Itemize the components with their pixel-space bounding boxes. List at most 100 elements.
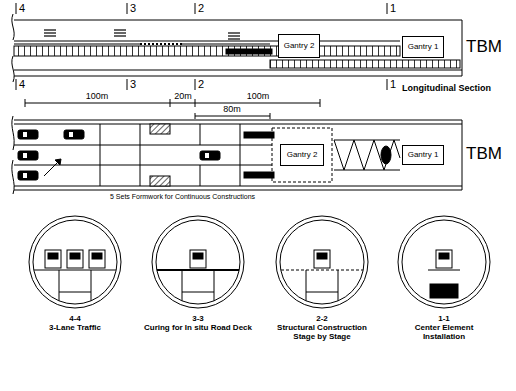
dimension-label: 20m xyxy=(173,92,193,102)
deck-section xyxy=(226,49,272,54)
cross-section xyxy=(34,270,116,271)
dimension-label: 100m xyxy=(85,92,110,102)
car-symbol xyxy=(18,171,38,180)
lane-line xyxy=(240,124,241,186)
dimension-line xyxy=(25,99,320,119)
plan-view xyxy=(14,120,462,121)
section-tick xyxy=(127,79,128,90)
cross-section xyxy=(398,216,490,308)
cross-section xyxy=(59,292,91,293)
dimension-line xyxy=(195,99,196,107)
cross-section-caption: 3-3Curing for In situ Road Deck xyxy=(142,314,254,332)
vehicle-symbol xyxy=(114,29,126,30)
lane-line xyxy=(100,124,101,186)
dimension-line xyxy=(270,113,271,119)
truck-symbol xyxy=(439,253,449,259)
vehicle-symbol xyxy=(228,32,240,33)
section-label: 4-4 xyxy=(19,314,131,323)
dimension-line xyxy=(195,116,270,117)
cross-section xyxy=(306,270,307,301)
plan-view xyxy=(12,116,14,194)
section-marker: 2 xyxy=(198,2,204,14)
formwork-hatch xyxy=(150,124,170,134)
dimension-line xyxy=(25,103,320,104)
truck-symbol xyxy=(314,250,330,268)
section-marker: 4 xyxy=(19,2,25,14)
cross-section xyxy=(182,270,183,301)
longitudinal-section xyxy=(12,3,462,90)
longitudinal-section xyxy=(14,70,462,71)
cross-section xyxy=(306,292,338,293)
cross-section-caption: 2-2Structural Construction Stage by Stag… xyxy=(266,314,378,342)
stage-caption: Center Element Installation xyxy=(394,323,494,341)
car-window xyxy=(205,153,209,158)
formwork-hatch xyxy=(150,176,170,186)
deck-section xyxy=(244,132,274,138)
section-label: 2-2 xyxy=(266,314,378,323)
tbm-label: TBM xyxy=(466,145,502,164)
section-label: 3-3 xyxy=(142,314,254,323)
longitudinal-section xyxy=(14,41,400,42)
truss xyxy=(334,140,400,141)
truck-symbol xyxy=(193,253,203,259)
section-tick xyxy=(16,3,17,14)
dimension-line xyxy=(195,113,196,119)
cross-section xyxy=(156,220,240,304)
center-element xyxy=(430,284,458,298)
cross-section xyxy=(33,220,117,304)
lane-line xyxy=(200,165,201,186)
tbm-label: TBM xyxy=(466,38,502,57)
truss xyxy=(334,140,400,170)
truck-symbol xyxy=(436,250,452,268)
section-marker: 3 xyxy=(130,78,136,90)
cross-section xyxy=(59,270,60,301)
longitudinal-section xyxy=(14,44,140,45)
longitudinal-section xyxy=(14,76,462,77)
car-window xyxy=(23,132,27,137)
car-window xyxy=(23,153,27,158)
vehicle-symbol xyxy=(44,30,240,39)
cross-section-caption: 4-43-Lane Traffic xyxy=(19,314,131,332)
vehicle-symbol xyxy=(44,32,56,33)
stage-caption: Curing for In situ Road Deck xyxy=(142,323,254,332)
section-marker: 4 xyxy=(19,78,25,90)
note-label: 5 Sets Formwork for Continuous Construct… xyxy=(110,193,255,201)
cross-section xyxy=(29,216,121,308)
vehicle-symbol xyxy=(44,29,56,30)
section-marker: 2 xyxy=(198,78,204,90)
lane-arrow xyxy=(55,159,61,165)
section-tick xyxy=(127,3,128,14)
gantry-label: Gantry 2 xyxy=(287,151,318,160)
dimension-line xyxy=(25,99,26,107)
cross-section xyxy=(402,220,486,304)
section-tick xyxy=(387,79,388,90)
truck-symbol xyxy=(67,250,83,268)
cross-section xyxy=(182,292,214,293)
cross-section xyxy=(214,270,215,301)
longitudinal-section xyxy=(462,20,463,76)
truck-symbol xyxy=(190,250,206,268)
dimension-label: 100m xyxy=(246,92,271,102)
cross-section xyxy=(152,216,244,308)
cross-section xyxy=(338,270,339,301)
gantry-label: Gantry 2 xyxy=(284,42,315,51)
lane-line xyxy=(14,124,272,186)
vehicle-symbol xyxy=(114,35,126,36)
gantry-label: Gantry 1 xyxy=(408,151,439,160)
erector xyxy=(381,146,391,164)
longitudinal-section xyxy=(182,44,270,45)
longitudinal-section xyxy=(14,20,462,21)
deck-section xyxy=(244,172,274,178)
truck-symbol xyxy=(314,250,330,268)
cross-section xyxy=(91,270,92,301)
vehicle-symbol xyxy=(114,32,126,33)
car-window xyxy=(69,132,73,137)
car-symbol xyxy=(18,130,38,139)
cross-section-caption: 1-1Center Element Installation xyxy=(394,314,494,342)
gantry-box: Gantry 1 xyxy=(402,145,444,165)
lining-segments xyxy=(270,60,460,68)
plan-view xyxy=(14,124,462,125)
gantry-box: Gantry 2 xyxy=(280,144,324,166)
vehicle-symbol xyxy=(228,38,240,39)
car-symbol xyxy=(18,151,38,160)
